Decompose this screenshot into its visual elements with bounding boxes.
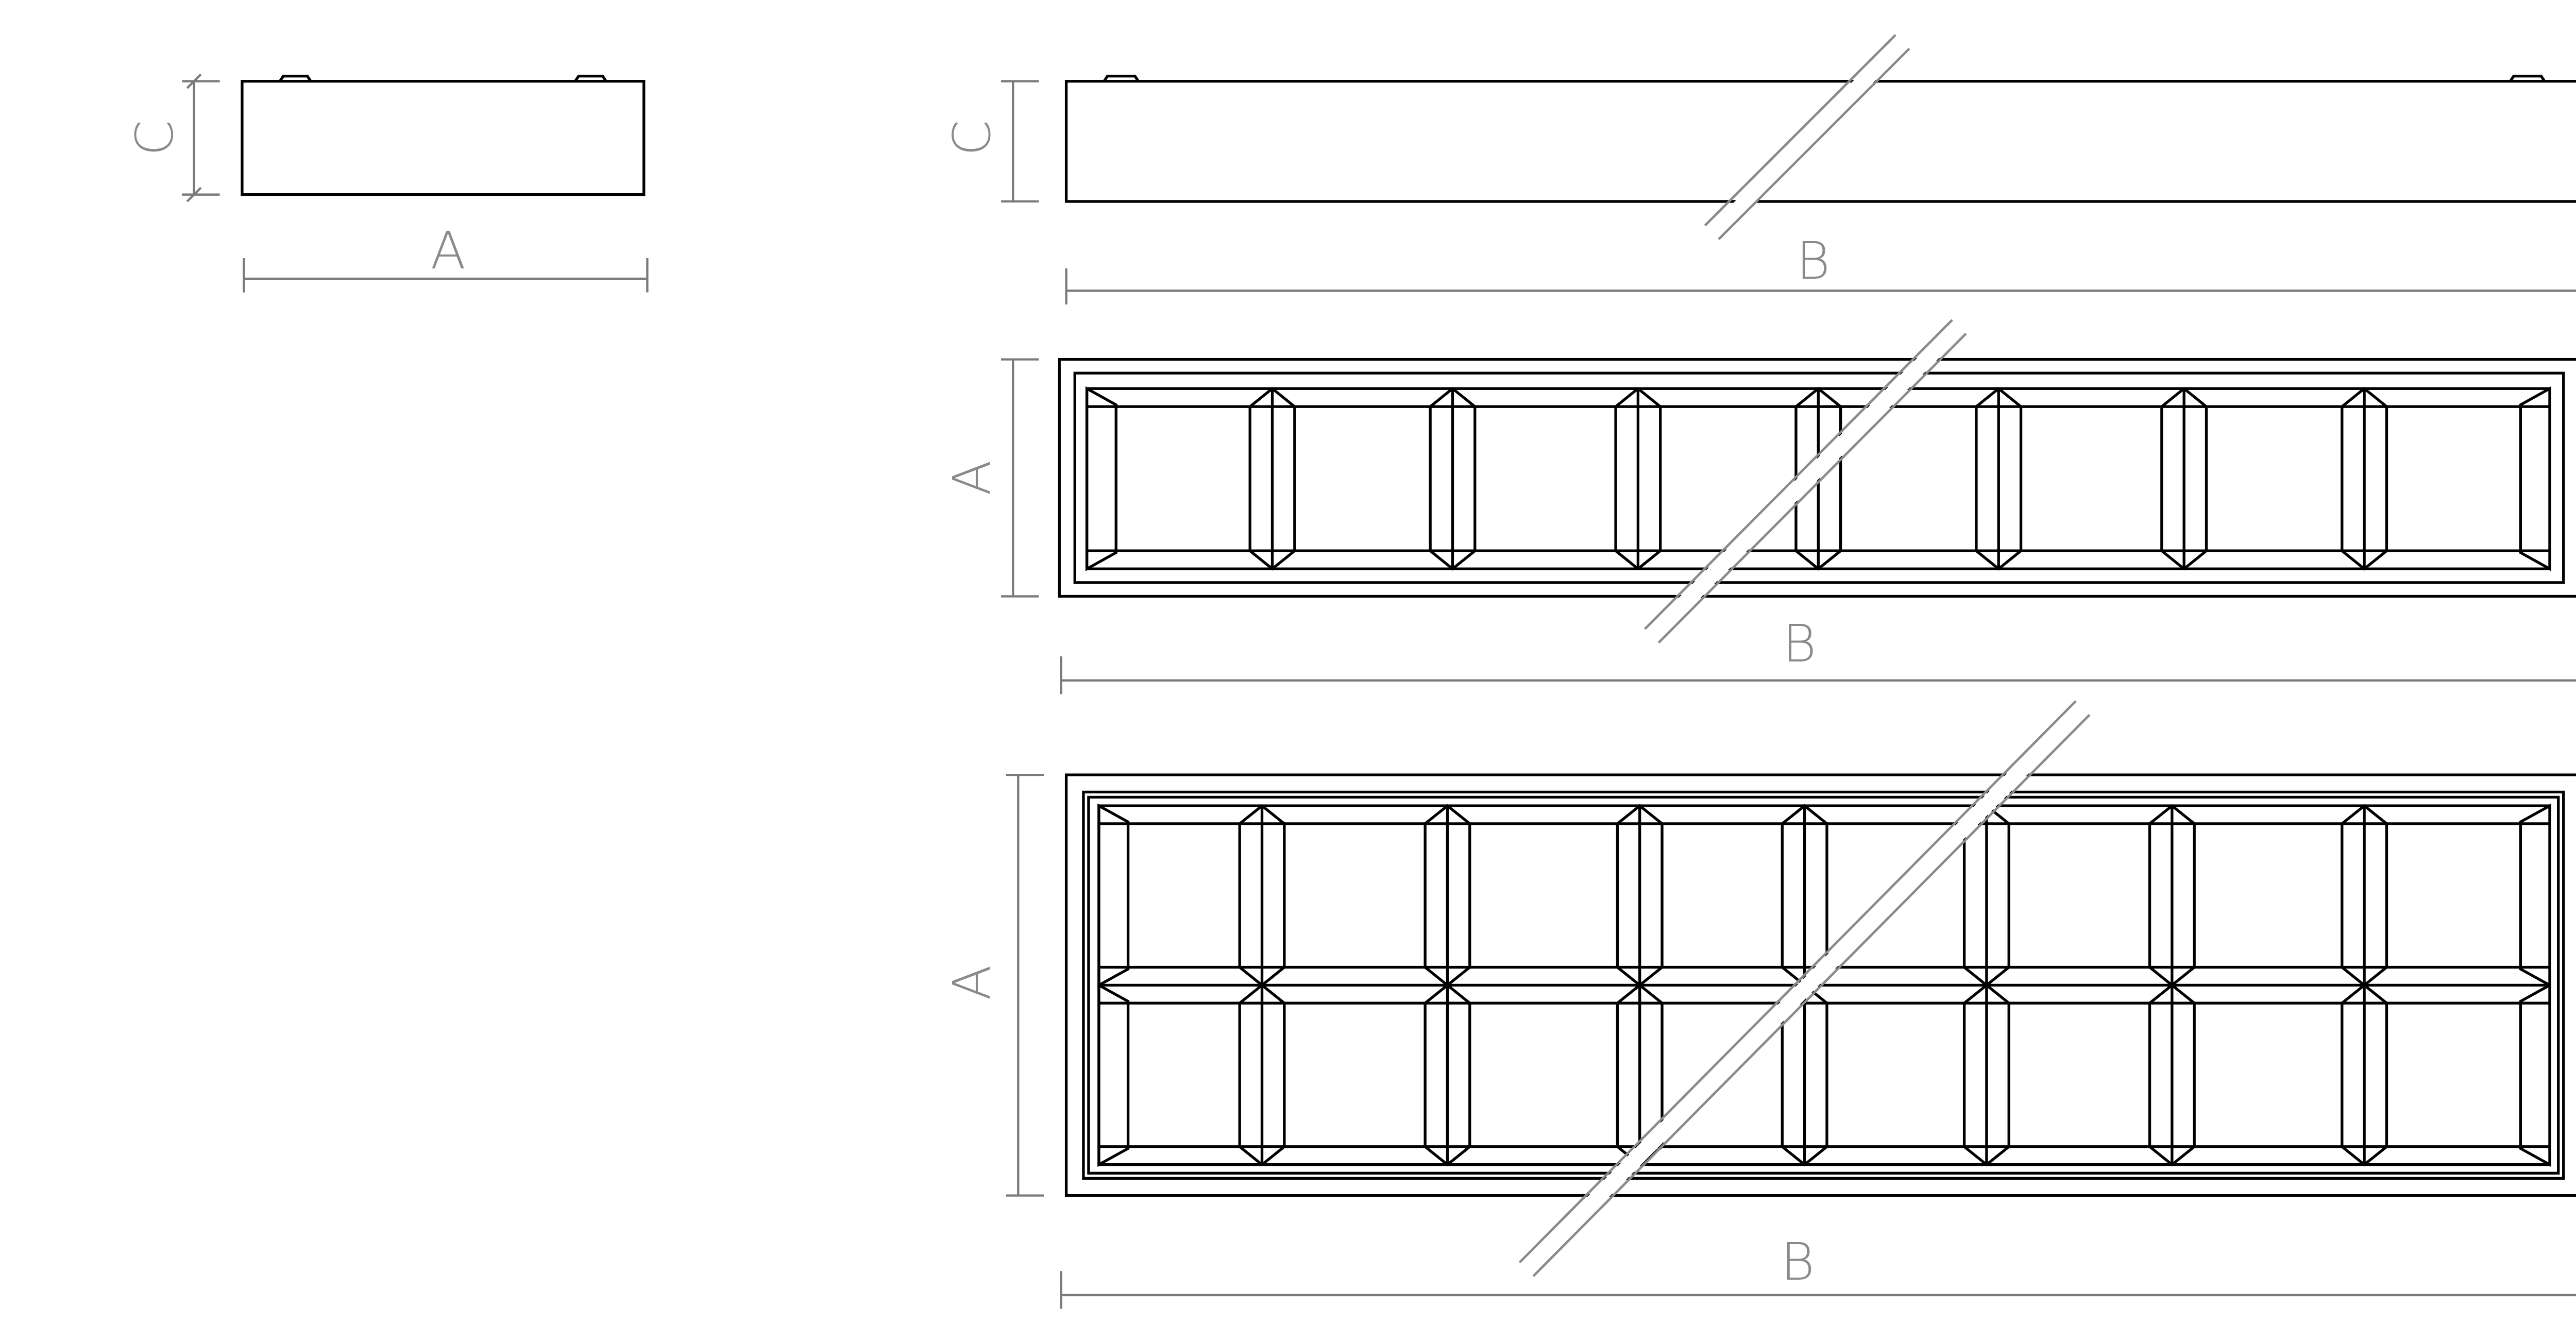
side-view: C B — [942, 34, 2576, 304]
plan-view-single-row: A B — [942, 319, 2576, 694]
dimension-b: B — [1060, 614, 2576, 694]
end-blade — [2519, 803, 2551, 988]
end-blade — [1097, 803, 1130, 988]
end-view: C A — [124, 73, 649, 293]
dimension-label: C — [124, 120, 184, 156]
dimension-b: B — [1060, 1232, 2576, 1309]
end-blade — [1097, 982, 1130, 1167]
dimension-c: C — [942, 80, 1039, 203]
dimension-label: B — [1797, 231, 1830, 291]
dimension-a: A — [942, 773, 1044, 1197]
dimension-label: B — [1783, 614, 1816, 674]
dimension-label: B — [1781, 1232, 1815, 1292]
dimension-b: B — [1065, 231, 2576, 304]
dimension-label: A — [942, 460, 1002, 495]
break-mark — [1644, 319, 1967, 644]
dimension-label: A — [942, 965, 1002, 1000]
break-mark — [1518, 700, 2091, 1277]
mounting-tab — [1103, 75, 2546, 82]
mounting-tab — [279, 75, 607, 82]
dimension-a: A — [942, 358, 1039, 598]
end-blade — [2519, 386, 2551, 571]
dimension-c: C — [124, 73, 220, 202]
dimension-label: C — [942, 120, 1002, 156]
break-mark — [1704, 34, 1910, 240]
end-blade — [2519, 982, 2551, 1167]
dimension-label: A — [431, 220, 466, 281]
dimension-a: A — [243, 220, 649, 293]
end-blade — [1085, 386, 1117, 571]
plan-view-double-row: A B — [942, 700, 2576, 1309]
